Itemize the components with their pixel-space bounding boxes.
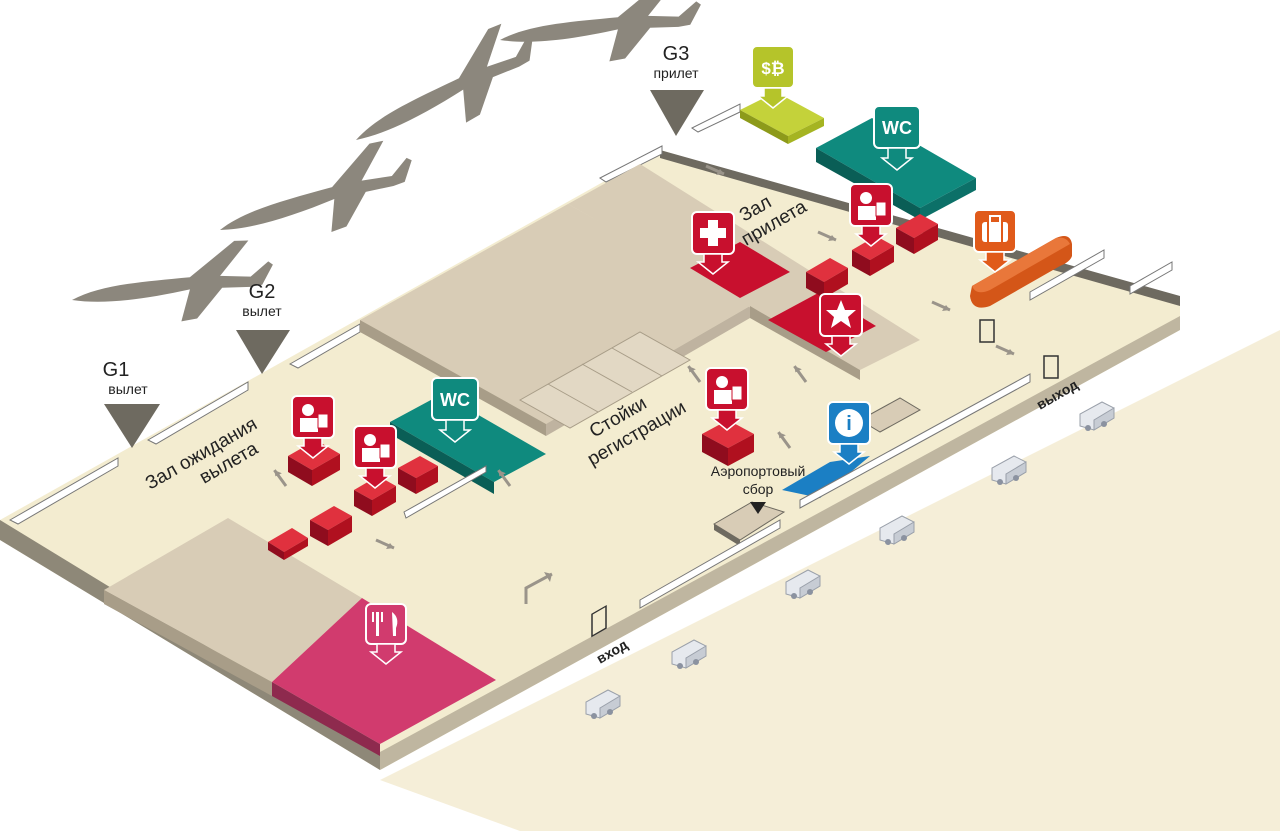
restaurant-pin[interactable] [365,603,407,665]
wc-arrival-icon: WC [882,118,912,138]
gate-g3-marker [650,90,704,136]
exchange-area [740,92,824,136]
currency-exchange-icon: $₿ [761,59,784,78]
information-pin[interactable]: i [827,401,871,465]
gate-g2-marker [236,330,290,374]
airport-fee-label-1: Аэропортовый [711,463,806,479]
wc-arrival-front [920,178,976,220]
exchange-front [788,118,824,144]
gate-g2: G2 вылет [236,281,290,374]
officer-icon [302,404,314,416]
restaurant-area [272,598,496,744]
airport-fee-box [702,420,754,466]
restaurant-side [272,682,380,756]
officer-icon [364,434,376,446]
departure-wall-1 [8,457,119,525]
gate-g3-status: прилет [653,65,699,81]
arrival-wall-2 [691,103,741,133]
officer-icon [860,192,872,204]
police-pin[interactable] [819,293,863,357]
customs-departure-pin-2[interactable] [353,425,397,489]
wc-departure-area [390,394,546,482]
info-counter [782,456,870,498]
baggage-claim-pin[interactable] [973,209,1017,273]
departure-wall-2 [146,381,249,445]
wc-arrival-pin[interactable]: WC [873,105,921,171]
gate-g1-marker [104,404,160,448]
wc-departure-pin[interactable]: WC [431,377,479,443]
checkin-cells [518,331,692,429]
wall-front [380,316,1180,770]
gate-g1-status: вылет [108,381,148,397]
arrival-wall-1 [599,145,663,183]
info-icon: i [846,413,852,435]
customs-arrival-pin[interactable] [849,183,893,247]
gate-g3-code: G3 [663,43,690,65]
fork-knife-icon [372,612,398,636]
officer-icon [716,376,728,388]
exchange-side [740,110,788,144]
gate-g1-code: G1 [103,359,130,381]
customs-departure-pin-1[interactable] [291,395,335,459]
police-star-icon [826,300,856,328]
wc-departure-icon: WC [440,390,470,410]
gate-g2-status: вылет [242,303,282,319]
suitcase-icon [982,222,1008,242]
arrival-counters [806,214,938,298]
gate-g2-code: G2 [249,281,276,303]
gate-g1: G1 вылет [103,359,160,448]
medical-pin[interactable] [691,211,735,275]
gate-g3: G3 прилет [650,43,704,136]
flow-arrows [268,164,1016,604]
left-block-side [104,590,272,696]
airport-fee-label-2: сбор [743,481,774,497]
currency-exchange-pin[interactable]: $₿ [751,45,795,109]
customs-checkin-pin[interactable] [705,367,749,431]
left-block-top [104,518,362,682]
departure-counters [268,440,438,560]
info-wall [858,397,922,433]
central-block-top [360,204,750,424]
